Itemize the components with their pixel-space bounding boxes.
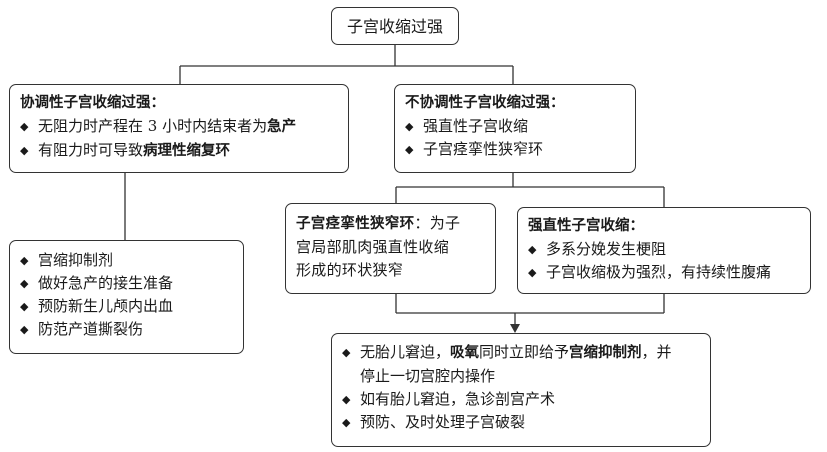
management-item: ◆ 做好急产的接生准备 xyxy=(20,272,233,295)
spastic-line: 宫局部肌肉强直性收缩 xyxy=(296,238,450,256)
uncoordinated-item: ◆ 子宫痉挛性狭窄环 xyxy=(405,138,625,161)
diamond-bullet-icon: ◆ xyxy=(528,243,537,256)
uncoordinated-box: 不协调性子宫收缩过强： ◆ 强直性子宫收缩 ◆ 子宫痉挛性狭窄环 xyxy=(394,84,636,173)
item-text: ，并 xyxy=(641,343,672,361)
item-bold-text: 吸氧 xyxy=(450,345,480,361)
item-text: 有阻力时可导致 xyxy=(38,141,144,159)
item-text: 无阻力时产程在 3 小时内结束者为 xyxy=(38,117,268,135)
coordinated-box: 协调性子宫收缩过强： ◆ 无阻力时产程在 3 小时内结束者为急产 ◆ 有阻力时可导致… xyxy=(9,84,349,173)
diamond-bullet-icon: ◆ xyxy=(405,143,414,156)
item-text: 预防、及时处理子宫破裂 xyxy=(360,413,526,431)
item-text: 无胎儿窘迫， xyxy=(360,343,451,361)
management-item: ◆ 防范产道撕裂伤 xyxy=(20,318,233,341)
item-text: 多系分娩发生梗阻 xyxy=(546,240,667,258)
management-item: ◆ 预防新生儿颅内出血 xyxy=(20,295,233,318)
spastic-line: 形成的环状狭窄 xyxy=(296,261,404,279)
diamond-bullet-icon: ◆ xyxy=(342,393,351,406)
coordinated-heading: 协调性子宫收缩过强： xyxy=(20,95,165,111)
uncoordinated-item: ◆ 强直性子宫收缩 xyxy=(405,115,625,138)
diamond-bullet-icon: ◆ xyxy=(20,144,29,157)
item-text: 预防新生儿颅内出血 xyxy=(38,297,174,315)
diamond-bullet-icon: ◆ xyxy=(20,120,29,133)
item-text: 强直性子宫收缩 xyxy=(423,117,529,135)
management-item: ◆ 宫缩抑制剂 xyxy=(20,249,233,272)
uncoordinated-heading: 不协调性子宫收缩过强： xyxy=(405,95,565,111)
spastic-line: 子宫痉挛性狭窄环：为子 xyxy=(296,212,485,236)
management-left-box: ◆ 宫缩抑制剂 ◆ 做好急产的接生准备 ◆ 预防新生儿颅内出血 ◆ 防范产道撕裂伤 xyxy=(9,240,244,354)
diamond-bullet-icon: ◆ xyxy=(342,416,351,429)
diamond-bullet-icon: ◆ xyxy=(20,300,29,313)
item-text: 如有胎儿窘迫，急诊剖宫产术 xyxy=(360,390,556,408)
item-text: 子宫收缩极为强烈，有持续性腹痛 xyxy=(546,263,772,281)
diamond-bullet-icon: ◆ xyxy=(342,346,351,359)
tetanic-heading: 强直性子宫收缩： xyxy=(528,218,644,234)
diamond-bullet-icon: ◆ xyxy=(20,323,29,336)
tetanic-item: ◆ 子宫收缩极为强烈，有持续性腹痛 xyxy=(528,261,800,284)
item-text: 子宫痉挛性狭窄环 xyxy=(423,140,544,158)
item-text: 宫缩抑制剂 xyxy=(38,251,114,269)
management-bottom-item: ◆ 无胎儿窘迫，吸氧同时立即给予宫缩抑制剂，并 xyxy=(342,341,700,365)
item-bold-text: 病理性缩复环 xyxy=(143,143,231,159)
management-bottom-item: ◆ 预防、及时处理子宫破裂 xyxy=(342,411,700,434)
root-box: 子宫收缩过强 xyxy=(331,7,459,45)
item-text: 同时立即给予 xyxy=(479,343,570,361)
diamond-bullet-icon: ◆ xyxy=(20,254,29,267)
tetanic-item: ◆ 多系分娩发生梗阻 xyxy=(528,238,800,261)
root-title: 子宫收缩过强 xyxy=(346,16,443,36)
tetanic-box: 强直性子宫收缩： ◆ 多系分娩发生梗阻 ◆ 子宫收缩极为强烈，有持续性腹痛 xyxy=(517,207,811,294)
diamond-bullet-icon: ◆ xyxy=(20,277,29,290)
item-bold-text: 宫缩抑制剂 xyxy=(569,345,642,361)
management-bottom-continuation: 停止一切宫腔内操作 xyxy=(360,367,496,385)
arrow-head-icon xyxy=(510,324,520,333)
management-bottom-item: ◆ 如有胎儿窘迫，急诊剖宫产术 xyxy=(342,388,700,411)
item-text: 防范产道撕裂伤 xyxy=(38,320,144,338)
coordinated-item: ◆ 有阻力时可导致病理性缩复环 xyxy=(20,139,338,163)
management-bottom-box: ◆ 无胎儿窘迫，吸氧同时立即给予宫缩抑制剂，并 停止一切宫腔内操作 ◆ 如有胎儿窘迫… xyxy=(331,333,711,447)
spastic-heading: 子宫痉挛性狭窄环 xyxy=(296,216,415,232)
spastic-ring-box: 子宫痉挛性狭窄环：为子 宫局部肌肉强直性收缩 形成的环状狭窄 xyxy=(285,203,496,294)
item-text: ：为子 xyxy=(414,214,461,232)
item-text: 做好急产的接生准备 xyxy=(38,274,174,292)
item-bold-text: 急产 xyxy=(267,119,297,135)
coordinated-item: ◆ 无阻力时产程在 3 小时内结束者为急产 xyxy=(20,115,338,139)
diamond-bullet-icon: ◆ xyxy=(528,266,537,279)
diamond-bullet-icon: ◆ xyxy=(405,120,414,133)
